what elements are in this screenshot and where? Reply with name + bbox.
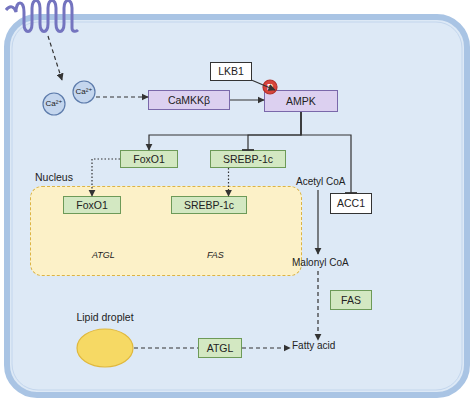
node-label: LKB1 [218, 66, 244, 77]
inhibition-connector [248, 112, 301, 150]
activation-connector [252, 80, 275, 90]
node-label: FAS [341, 295, 361, 306]
node-label: FoxO1 [76, 200, 108, 211]
calcium-ion: Ca²⁺ [42, 92, 66, 116]
factor-box: FoxO1 [63, 196, 121, 214]
factor-box: FoxO1 [120, 150, 178, 168]
phosphate-circle: P [262, 79, 278, 95]
node-label: Ca²⁺ [75, 88, 92, 96]
node-label: SREBP-1c [223, 154, 273, 165]
node-label: ATGL [207, 343, 234, 354]
kinase-box: AMPK [264, 90, 338, 112]
pathway-arrow [317, 190, 318, 254]
cell-membrane [7, 17, 467, 395]
gene-label: FAS [207, 251, 224, 260]
outline [43, 93, 65, 115]
gene-label: ATGL [92, 251, 115, 260]
metabolite-label: Acetyl CoA [296, 177, 345, 187]
metabolite-label: Fatty acid [292, 341, 335, 351]
activation-connector [96, 96, 148, 97]
inhibition-bar [345, 192, 357, 194]
enzyme-box: ATGL [198, 338, 242, 358]
outline [263, 80, 277, 94]
node-label: AMPK [286, 96, 316, 107]
signal-arrow [48, 36, 62, 80]
factor-box: SREBP-1c [210, 150, 286, 168]
droplet-outline [76, 328, 134, 368]
node-label: CaMKKβ [168, 95, 210, 106]
kinase-box: CaMKKβ [148, 90, 230, 110]
node-label: ACC1 [337, 198, 365, 209]
calcium-ion: Ca²⁺ [72, 80, 96, 104]
node-label: Ca²⁺ [45, 100, 62, 108]
node-heading: Lipid droplet [76, 312, 133, 323]
metabolite-label: Malonyl CoA [292, 258, 349, 268]
membrane-receptor [6, 1, 78, 32]
outline [77, 329, 133, 367]
pathway-arrow [317, 271, 318, 340]
node-label: P [267, 83, 273, 92]
activation-connector [92, 159, 120, 196]
membrane-inner-line [12, 22, 462, 390]
kinase-box: LKB1 [210, 62, 252, 81]
activation-connector [134, 347, 198, 348]
factor-box: SREBP-1c [171, 196, 247, 214]
enzyme-box: ACC1 [330, 193, 372, 214]
node-label: FoxO1 [133, 154, 165, 165]
node-label: SREBP-1c [184, 200, 234, 211]
activation-connector [228, 168, 229, 196]
enzyme-box: FAS [330, 290, 372, 310]
activation-connector [230, 99, 264, 100]
node-heading: Nucleus [35, 172, 73, 183]
inhibition-bar [242, 149, 254, 151]
lipid-droplet: Lipid droplet [76, 328, 134, 368]
nucleus-band: NucleusFoxO1SREBP-1c [30, 186, 302, 276]
outline [73, 81, 95, 103]
activation-connector [149, 112, 301, 150]
lipolysis-arrow [242, 347, 290, 348]
